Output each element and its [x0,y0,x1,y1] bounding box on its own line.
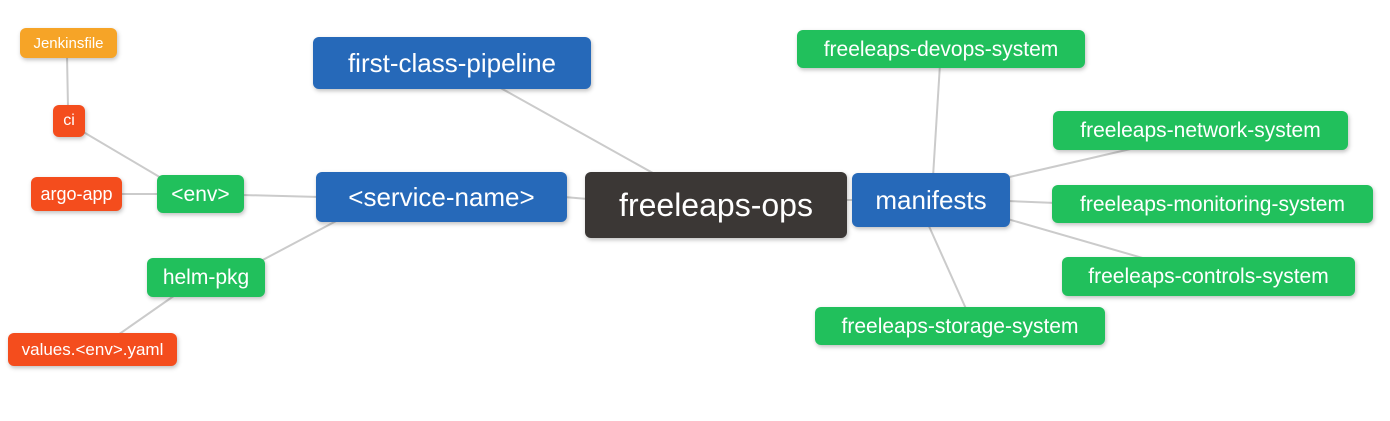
edge-first-class-pipeline-to-freeleaps-ops [496,85,661,178]
edge-manifests-to-freeleaps-network-system [1004,147,1136,179]
node-values-env-yaml[interactable]: values.<env>.yaml [8,333,177,366]
node-freeleaps-network-system[interactable]: freeleaps-network-system [1053,111,1348,150]
edge-manifests-to-freeleaps-controls-system [1003,217,1161,264]
edge-ci-to-env [79,129,169,183]
node-freeleaps-ops[interactable]: freeleaps-ops [585,172,847,238]
edge-manifests-to-freeleaps-monitoring-system [1006,200,1057,204]
node-argo-app[interactable]: argo-app [31,177,122,211]
edge-service-name-to-helm-pkg [256,218,341,264]
node-service-name[interactable]: <service-name> [316,172,567,222]
edge-service-name-to-freeleaps-ops [563,196,589,200]
node-ci[interactable]: ci [53,105,85,137]
node-manifests[interactable]: manifests [852,173,1010,227]
edge-manifests-to-freeleaps-devops-system [932,63,941,178]
node-freeleaps-storage-system[interactable]: freeleaps-storage-system [815,307,1105,345]
node-jenkinsfile[interactable]: Jenkinsfile [20,28,117,58]
node-freeleaps-devops-system[interactable]: freeleaps-devops-system [797,30,1085,68]
node-freeleaps-controls-system[interactable]: freeleaps-controls-system [1062,257,1355,296]
edge-jenkinsfile-to-ci [66,54,69,109]
edge-env-to-service-name [241,194,321,198]
node-first-class-pipeline[interactable]: first-class-pipeline [313,37,591,89]
node-helm-pkg[interactable]: helm-pkg [147,258,265,297]
edge-helm-pkg-to-values-env-yaml [114,292,179,338]
edge-manifests-to-freeleaps-storage-system [927,223,968,312]
node-env[interactable]: <env> [157,175,244,213]
node-freeleaps-monitoring-system[interactable]: freeleaps-monitoring-system [1052,185,1373,223]
